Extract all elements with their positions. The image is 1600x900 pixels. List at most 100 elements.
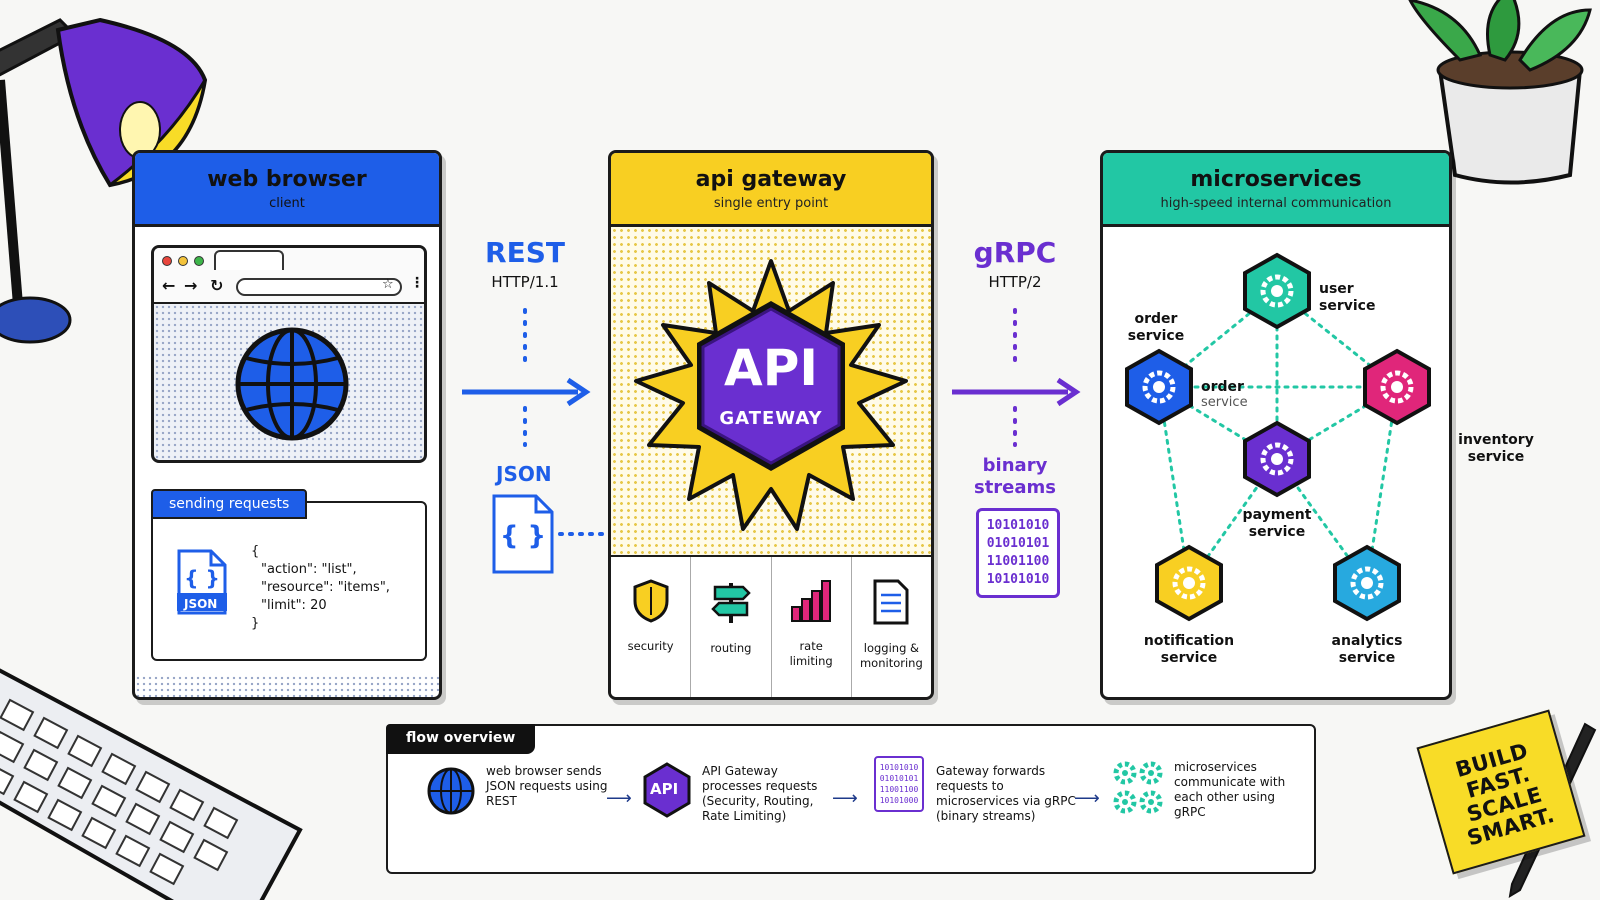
svg-text:{ }: { } <box>500 521 546 551</box>
forward-arrow-icon: → <box>184 276 198 295</box>
keyboard <box>0 668 303 900</box>
flow-step-2: API Gateway processes requests (Security… <box>702 764 818 823</box>
feature-logging: logging & monitoring <box>852 557 931 697</box>
api-gateway-subtitle: single entry point <box>713 196 829 211</box>
json-doc-icon: { } <box>492 494 610 574</box>
maximize-dot-icon <box>194 256 204 266</box>
rest-label-group: REST HTTP/1.1 <box>470 236 580 291</box>
order-service-inner-sub: service <box>1201 395 1248 410</box>
service-mesh <box>1125 252 1431 622</box>
api-gateway-panel: api gateway single entry point API GATEW… <box>608 150 934 700</box>
binary-line: 10101010 <box>986 572 1050 587</box>
payment-service-label: payment service <box>1242 507 1312 540</box>
feature-label: routing <box>710 641 752 655</box>
inventory-service-node <box>1363 348 1431 426</box>
web-browser-title: web browser <box>207 167 367 192</box>
order-service-inner-label: order <box>1201 379 1244 395</box>
globe-icon <box>235 327 349 441</box>
gateway-features: security routing rate limiting <box>611 555 931 697</box>
json-line: "limit": 20 <box>261 598 327 613</box>
feature-rate-limiting: rate limiting <box>772 557 852 697</box>
json-payload: { "action": "list", "resource": "items",… <box>251 543 390 633</box>
api-badge-main: API <box>724 339 818 397</box>
json-file-icon: { } <box>177 549 227 615</box>
flow-overview: flow overview web browser sends JSON req… <box>386 724 1316 874</box>
grpc-arrow <box>952 308 1081 447</box>
rest-label: REST <box>485 236 565 269</box>
feature-routing: routing <box>691 557 772 697</box>
feature-security: security <box>611 557 692 697</box>
star-icon: ☆ <box>382 277 394 292</box>
rest-protocol: HTTP/1.1 <box>491 273 559 291</box>
potted-plant <box>1408 0 1592 185</box>
analytics-service-label: analytics service <box>1331 633 1403 666</box>
notification-service-node <box>1155 544 1223 622</box>
back-arrow-icon: ← <box>162 276 176 295</box>
flow-binary-line: 01010101 <box>879 774 919 783</box>
json-line: { <box>251 544 260 559</box>
binary-streams-label: binary streams <box>960 455 1070 499</box>
json-line: "resource": "items", <box>261 580 390 595</box>
bar-chart-icon <box>791 580 832 622</box>
api-gateway-title: api gateway <box>695 167 847 192</box>
user-service-node <box>1243 252 1311 330</box>
analytics-service-node <box>1333 544 1401 622</box>
browser-tab <box>214 250 284 270</box>
web-browser-header: web browser client <box>135 153 439 227</box>
browser-panel-footer-shading <box>135 675 439 697</box>
feature-label: rate limiting <box>789 639 833 668</box>
flow-binary-line: 10101010 <box>879 763 919 772</box>
order-service-node <box>1125 348 1193 426</box>
binary-streams-text: binary streams <box>973 455 1057 498</box>
flow-overview-title: flow overview <box>386 724 536 754</box>
flow-step-3: Gateway forwards requests to microservic… <box>936 764 1076 823</box>
more-icon: ⋮ <box>410 275 424 291</box>
binary-line: 01010101 <box>986 536 1050 551</box>
close-dot-icon <box>162 256 172 266</box>
grpc-label: gRPC <box>973 236 1057 269</box>
notification-service-label: notification service <box>1143 633 1235 666</box>
api-gateway-header: api gateway single entry point <box>611 153 931 227</box>
order-service-label: order service <box>1127 311 1185 344</box>
shield-icon <box>633 579 669 623</box>
browser-window: ← → ↻ ☆ ⋮ <box>151 245 427 463</box>
flow-binary-icon: 10101010 01010101 11001100 10101000 <box>874 756 924 812</box>
grpc-label-group: gRPC HTTP/2 <box>960 236 1070 291</box>
binary-block: 10101010 01010101 11001100 10101010 <box>976 508 1060 598</box>
inventory-service-label: inventory service <box>1458 432 1534 465</box>
reload-icon: ↻ <box>210 276 224 295</box>
web-browser-panel: web browser client ← → ↻ ☆ ⋮ <box>132 150 442 700</box>
svg-text:{ }: { } <box>184 566 219 590</box>
payment-service-node <box>1243 420 1311 498</box>
browser-toolbar: ← → ↻ ☆ ⋮ <box>154 248 424 304</box>
flow-binary-line: 10101000 <box>879 796 919 805</box>
document-icon <box>873 579 909 625</box>
sending-requests-tab: sending requests <box>151 489 308 519</box>
feature-label: logging & monitoring <box>859 641 923 670</box>
microservices-subtitle: high-speed internal communication <box>1160 196 1392 211</box>
rest-arrow <box>462 308 591 447</box>
flow-arrow-icon: ⟶ <box>606 788 632 809</box>
microservices-title: microservices <box>1190 167 1362 192</box>
flow-gears-icon <box>1113 761 1163 814</box>
microservices-panel: microservices high-speed internal commun… <box>1100 150 1452 700</box>
browser-viewport <box>154 304 424 460</box>
flow-api-icon-text: API <box>650 780 679 798</box>
feature-label: security <box>627 639 674 653</box>
flow-arrow-icon: ⟶ <box>832 788 858 809</box>
rest-format-label: JSON <box>496 462 552 486</box>
flow-step-4: microservices communicate with each othe… <box>1174 760 1286 819</box>
sending-requests-box: sending requests { } JSON { "action": "l… <box>151 489 427 661</box>
api-badge-sub: GATEWAY <box>719 408 823 429</box>
address-bar <box>236 278 402 296</box>
web-browser-subtitle: client <box>269 196 305 211</box>
grpc-protocol: HTTP/2 <box>988 273 1042 291</box>
minimize-dot-icon <box>178 256 188 266</box>
flow-globe-icon <box>427 767 475 815</box>
binary-line: 11001100 <box>986 554 1050 569</box>
binary-line: 10101010 <box>986 518 1050 533</box>
signpost-icon <box>711 583 751 623</box>
flow-step-1: web browser sends JSON requests using RE… <box>486 764 608 808</box>
json-badge-label: JSON <box>184 597 218 611</box>
json-line: "action": "list", <box>261 562 357 577</box>
